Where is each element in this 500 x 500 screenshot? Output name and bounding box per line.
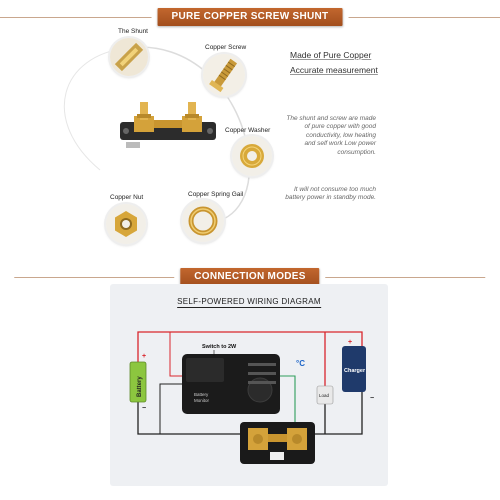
section-title-connection: CONNECTION MODES	[13, 268, 487, 286]
standby-line: It will not consume too much	[293, 186, 376, 193]
monitor-label-line1: Battery	[194, 392, 209, 397]
description-line: consumption.	[337, 148, 376, 156]
shunt-closeup-image	[110, 38, 148, 76]
battery-minus: −	[142, 405, 146, 412]
description-block: The shunt and screw are made of pure cop…	[286, 115, 376, 157]
connector-arc	[63, 46, 251, 223]
label-copper-screw: Copper Screw	[205, 44, 247, 51]
battery-label: Battery	[137, 376, 143, 397]
label-shunt: The Shunt	[118, 28, 148, 35]
copper-screw-image	[203, 54, 245, 96]
description-line: The shunt and screw are made	[286, 115, 376, 122]
copper-washer-image	[232, 136, 272, 176]
negative-wire	[137, 402, 240, 435]
wiring-diagram: Battery + − Battery Monitor Switch to 2W…	[129, 331, 374, 464]
monitor-positive-wire	[169, 332, 182, 377]
label-copper-washer: Copper Washer	[225, 127, 271, 134]
section-title-shunt: PURE COPPER SCREW SHUNT	[0, 8, 500, 26]
standby-note: It will not consume too much battery pow…	[285, 186, 376, 203]
copper-nut-image	[106, 204, 146, 244]
standby-line: battery power in standby mode.	[285, 194, 376, 202]
charger-plus: +	[348, 339, 352, 346]
negative-wire-right	[315, 392, 363, 435]
charger-minus: −	[370, 395, 374, 402]
load-box	[316, 385, 334, 405]
battery-box	[129, 361, 147, 403]
load-label: Load	[319, 393, 330, 398]
diagram-title: SELF-POWERED WIRING DIAGRAM	[177, 297, 321, 308]
temperature-symbol: °C	[296, 359, 305, 368]
description-line: and self work Low power	[304, 140, 376, 148]
feature-pure-copper: Made of Pure Copper	[290, 50, 372, 60]
monitor-label-line2: Monitor	[194, 398, 210, 403]
charger-label: Charger	[344, 368, 366, 374]
monitor-negative-wire	[159, 383, 182, 434]
wiring-diagram-panel: SELF-POWERED WIRING DIAGRAM Battery + − …	[110, 284, 388, 486]
charger-box	[342, 346, 366, 392]
temperature-wire	[280, 375, 296, 434]
switch-label: Switch to 2W	[202, 344, 237, 350]
copper-spring-washer-image	[182, 200, 224, 242]
description-line: conductivity, low heating	[306, 131, 376, 139]
battery-plus: +	[142, 353, 146, 360]
label-copper-spring: Copper Spring Gail	[188, 191, 244, 198]
label-copper-nut: Copper Nut	[110, 194, 144, 201]
shunt-product-image	[120, 102, 216, 148]
positive-wire	[137, 331, 363, 362]
description-line: of pure copper with good	[304, 123, 376, 131]
feature-list: Made of Pure Copper Accurate measurement	[290, 48, 378, 78]
feature-accurate: Accurate measurement	[290, 65, 378, 75]
